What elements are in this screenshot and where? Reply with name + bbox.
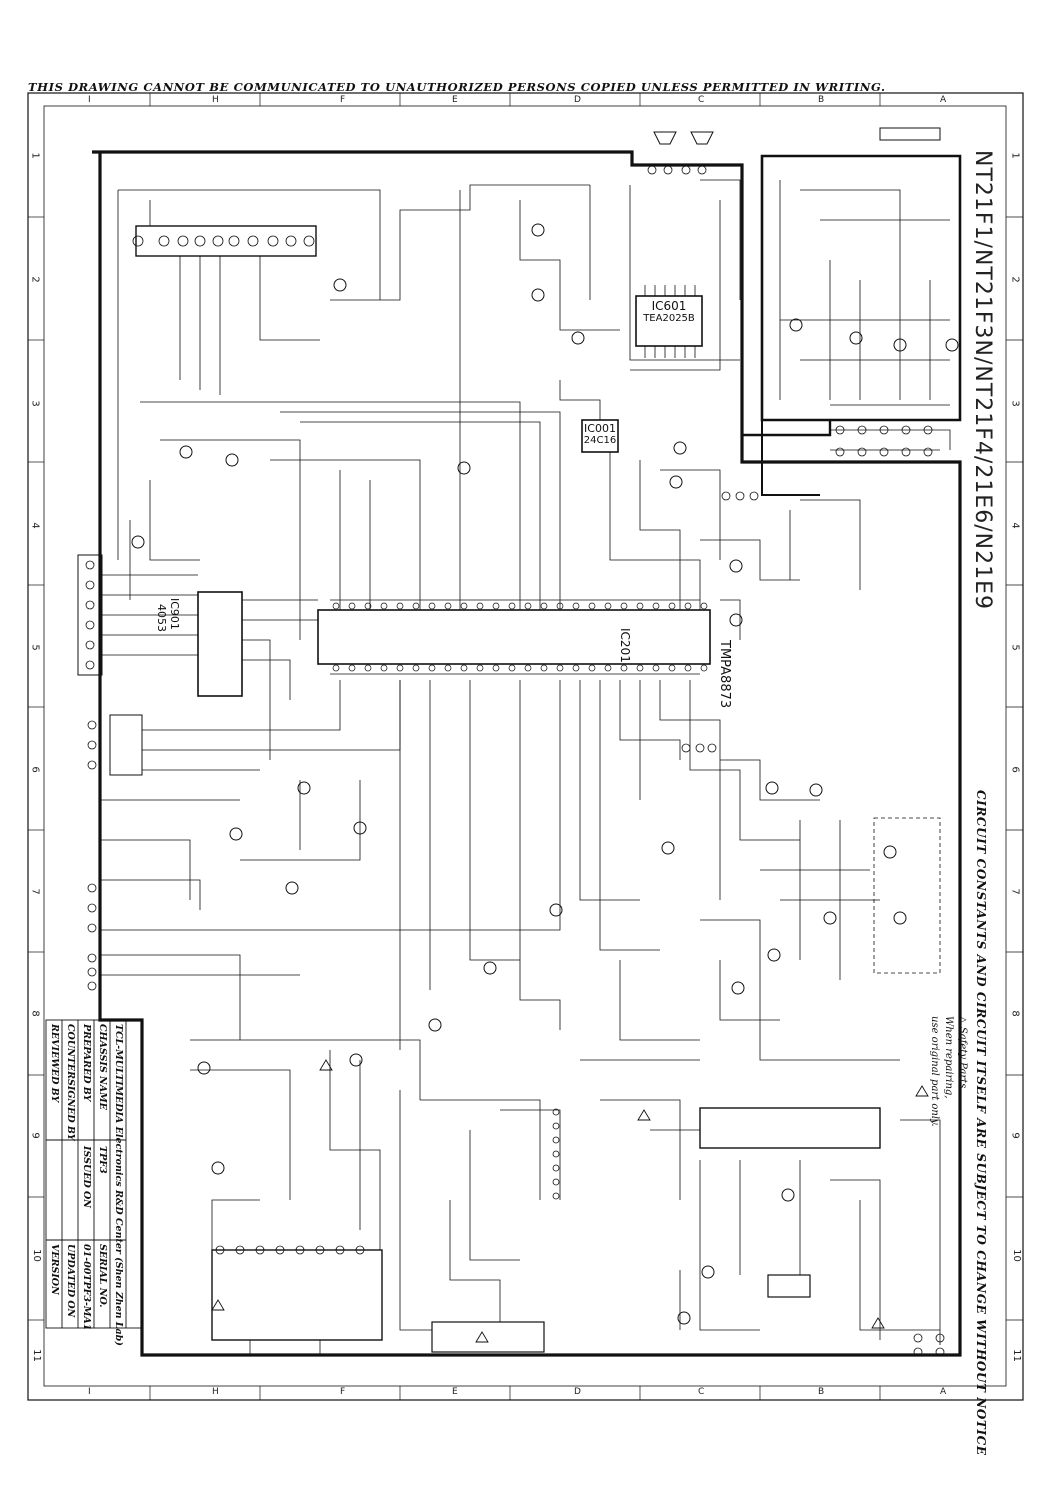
grid-number-left: 11	[30, 1349, 42, 1362]
drawing-warning: THIS DRAWING CANNOT BE COMMUNICATED TO U…	[28, 80, 886, 94]
tb-issued-label: ISSUED ON	[81, 1146, 92, 1208]
grid-number-right: 4	[1009, 522, 1021, 529]
grid-letter-bottom: F	[340, 1387, 346, 1397]
tb-updated-label: UPDATED ON	[65, 1244, 76, 1318]
crt-board-link	[742, 420, 832, 437]
grid-letter-bottom: A	[940, 1387, 947, 1397]
speaker-right	[690, 131, 714, 145]
grid-letter-top: H	[212, 95, 219, 105]
grid-number-left: 4	[29, 522, 41, 529]
grid-number-right: 5	[1009, 644, 1021, 651]
grid-letter-bottom: E	[452, 1387, 458, 1397]
grid-number-right: 7	[1009, 888, 1021, 895]
safety-line3: use original part only.	[929, 1016, 940, 1127]
ic901-label: IC901	[168, 598, 181, 630]
grid-number-left: 9	[29, 1132, 41, 1139]
crt-socket	[879, 127, 941, 141]
ic001-label: IC001	[584, 422, 616, 435]
tb-company: TCL-MULTIMEDIA Electronics R&D Center (S…	[113, 1024, 124, 1346]
grid-letter-top: F	[340, 95, 346, 105]
ic801-body	[767, 1274, 811, 1298]
dashed-module	[873, 817, 941, 974]
grid-letter-bottom: I	[88, 1387, 91, 1397]
grid-number-left: 10	[30, 1249, 42, 1262]
grid-letter-bottom: H	[212, 1387, 219, 1397]
crt-board-boundary	[760, 154, 962, 422]
ic601-body	[635, 295, 703, 347]
grid-letter-top: D	[574, 95, 581, 105]
grid-letter-top: A	[940, 95, 947, 105]
ic601-part: TEA2025B	[643, 313, 695, 324]
speaker-left	[653, 131, 677, 145]
ic201-part: TMPA8873	[717, 640, 732, 709]
outer-frame	[27, 92, 1024, 1401]
grid-number-left: 5	[29, 644, 41, 651]
grid-number-left: 2	[29, 276, 41, 283]
tb-serial-value: 01-00TPF3-MA1	[81, 1244, 92, 1331]
safety-line1: △ Safety Parts	[957, 1016, 968, 1089]
grid-number-left: 7	[29, 888, 41, 895]
ic601-label: IC601	[651, 299, 687, 313]
tb-countersigned-label: COUNTERSIGNED BY	[65, 1024, 76, 1141]
grid-number-right: 11	[1010, 1349, 1022, 1362]
ic001-part: 24C16	[583, 435, 617, 446]
tb-version-label: VERSION	[49, 1244, 60, 1295]
tb-serial-label: SERIAL NO.	[97, 1244, 108, 1308]
grid-letter-top: C	[698, 95, 705, 105]
grid-number-right: 9	[1009, 1132, 1021, 1139]
degauss-block	[431, 1321, 545, 1353]
ic901-body	[197, 591, 243, 697]
change-notice: CIRCUIT CONSTANTS AND CIRCUIT ITSELF ARE…	[974, 790, 988, 1456]
power-transformer	[699, 1107, 881, 1149]
inner-frame	[43, 105, 1007, 1387]
grid-letter-bottom: C	[698, 1387, 705, 1397]
tb-chassis-value: TPF3	[97, 1146, 108, 1174]
grid-number-right: 2	[1009, 276, 1021, 283]
model-title: NT21F1/NT21F3N/NT21F4/21E6/N21E9	[970, 150, 995, 610]
ic201-label: IC201	[618, 628, 632, 663]
transformer-t402	[211, 1249, 383, 1341]
ic201-body	[317, 609, 711, 665]
scart-connector-block	[109, 714, 143, 776]
safety-line2: When repairing,	[943, 1016, 954, 1099]
ic901-part: 4053	[155, 604, 168, 632]
grid-number-right: 1	[1009, 152, 1021, 159]
tuner-tu001	[135, 225, 317, 257]
grid-number-left: 1	[29, 152, 41, 159]
grid-number-right: 8	[1009, 1010, 1021, 1017]
grid-number-right: 3	[1009, 400, 1021, 407]
grid-number-left: 3	[29, 400, 41, 407]
grid-letter-top: E	[452, 95, 458, 105]
grid-letter-bottom: B	[818, 1387, 825, 1397]
grid-number-left: 8	[29, 1010, 41, 1017]
grid-number-right: 10	[1010, 1249, 1022, 1262]
grid-number-right: 6	[1009, 766, 1021, 773]
grid-letter-bottom: D	[574, 1387, 581, 1397]
tb-chassis-label: CHASSIS NAME	[97, 1024, 108, 1110]
grid-number-left: 6	[29, 766, 41, 773]
tb-reviewed-label: REVIEWED BY	[49, 1024, 60, 1103]
grid-letter-top: B	[818, 95, 825, 105]
grid-letter-top: I	[88, 95, 91, 105]
tb-prepared-label: PREPARED BY	[81, 1024, 92, 1102]
